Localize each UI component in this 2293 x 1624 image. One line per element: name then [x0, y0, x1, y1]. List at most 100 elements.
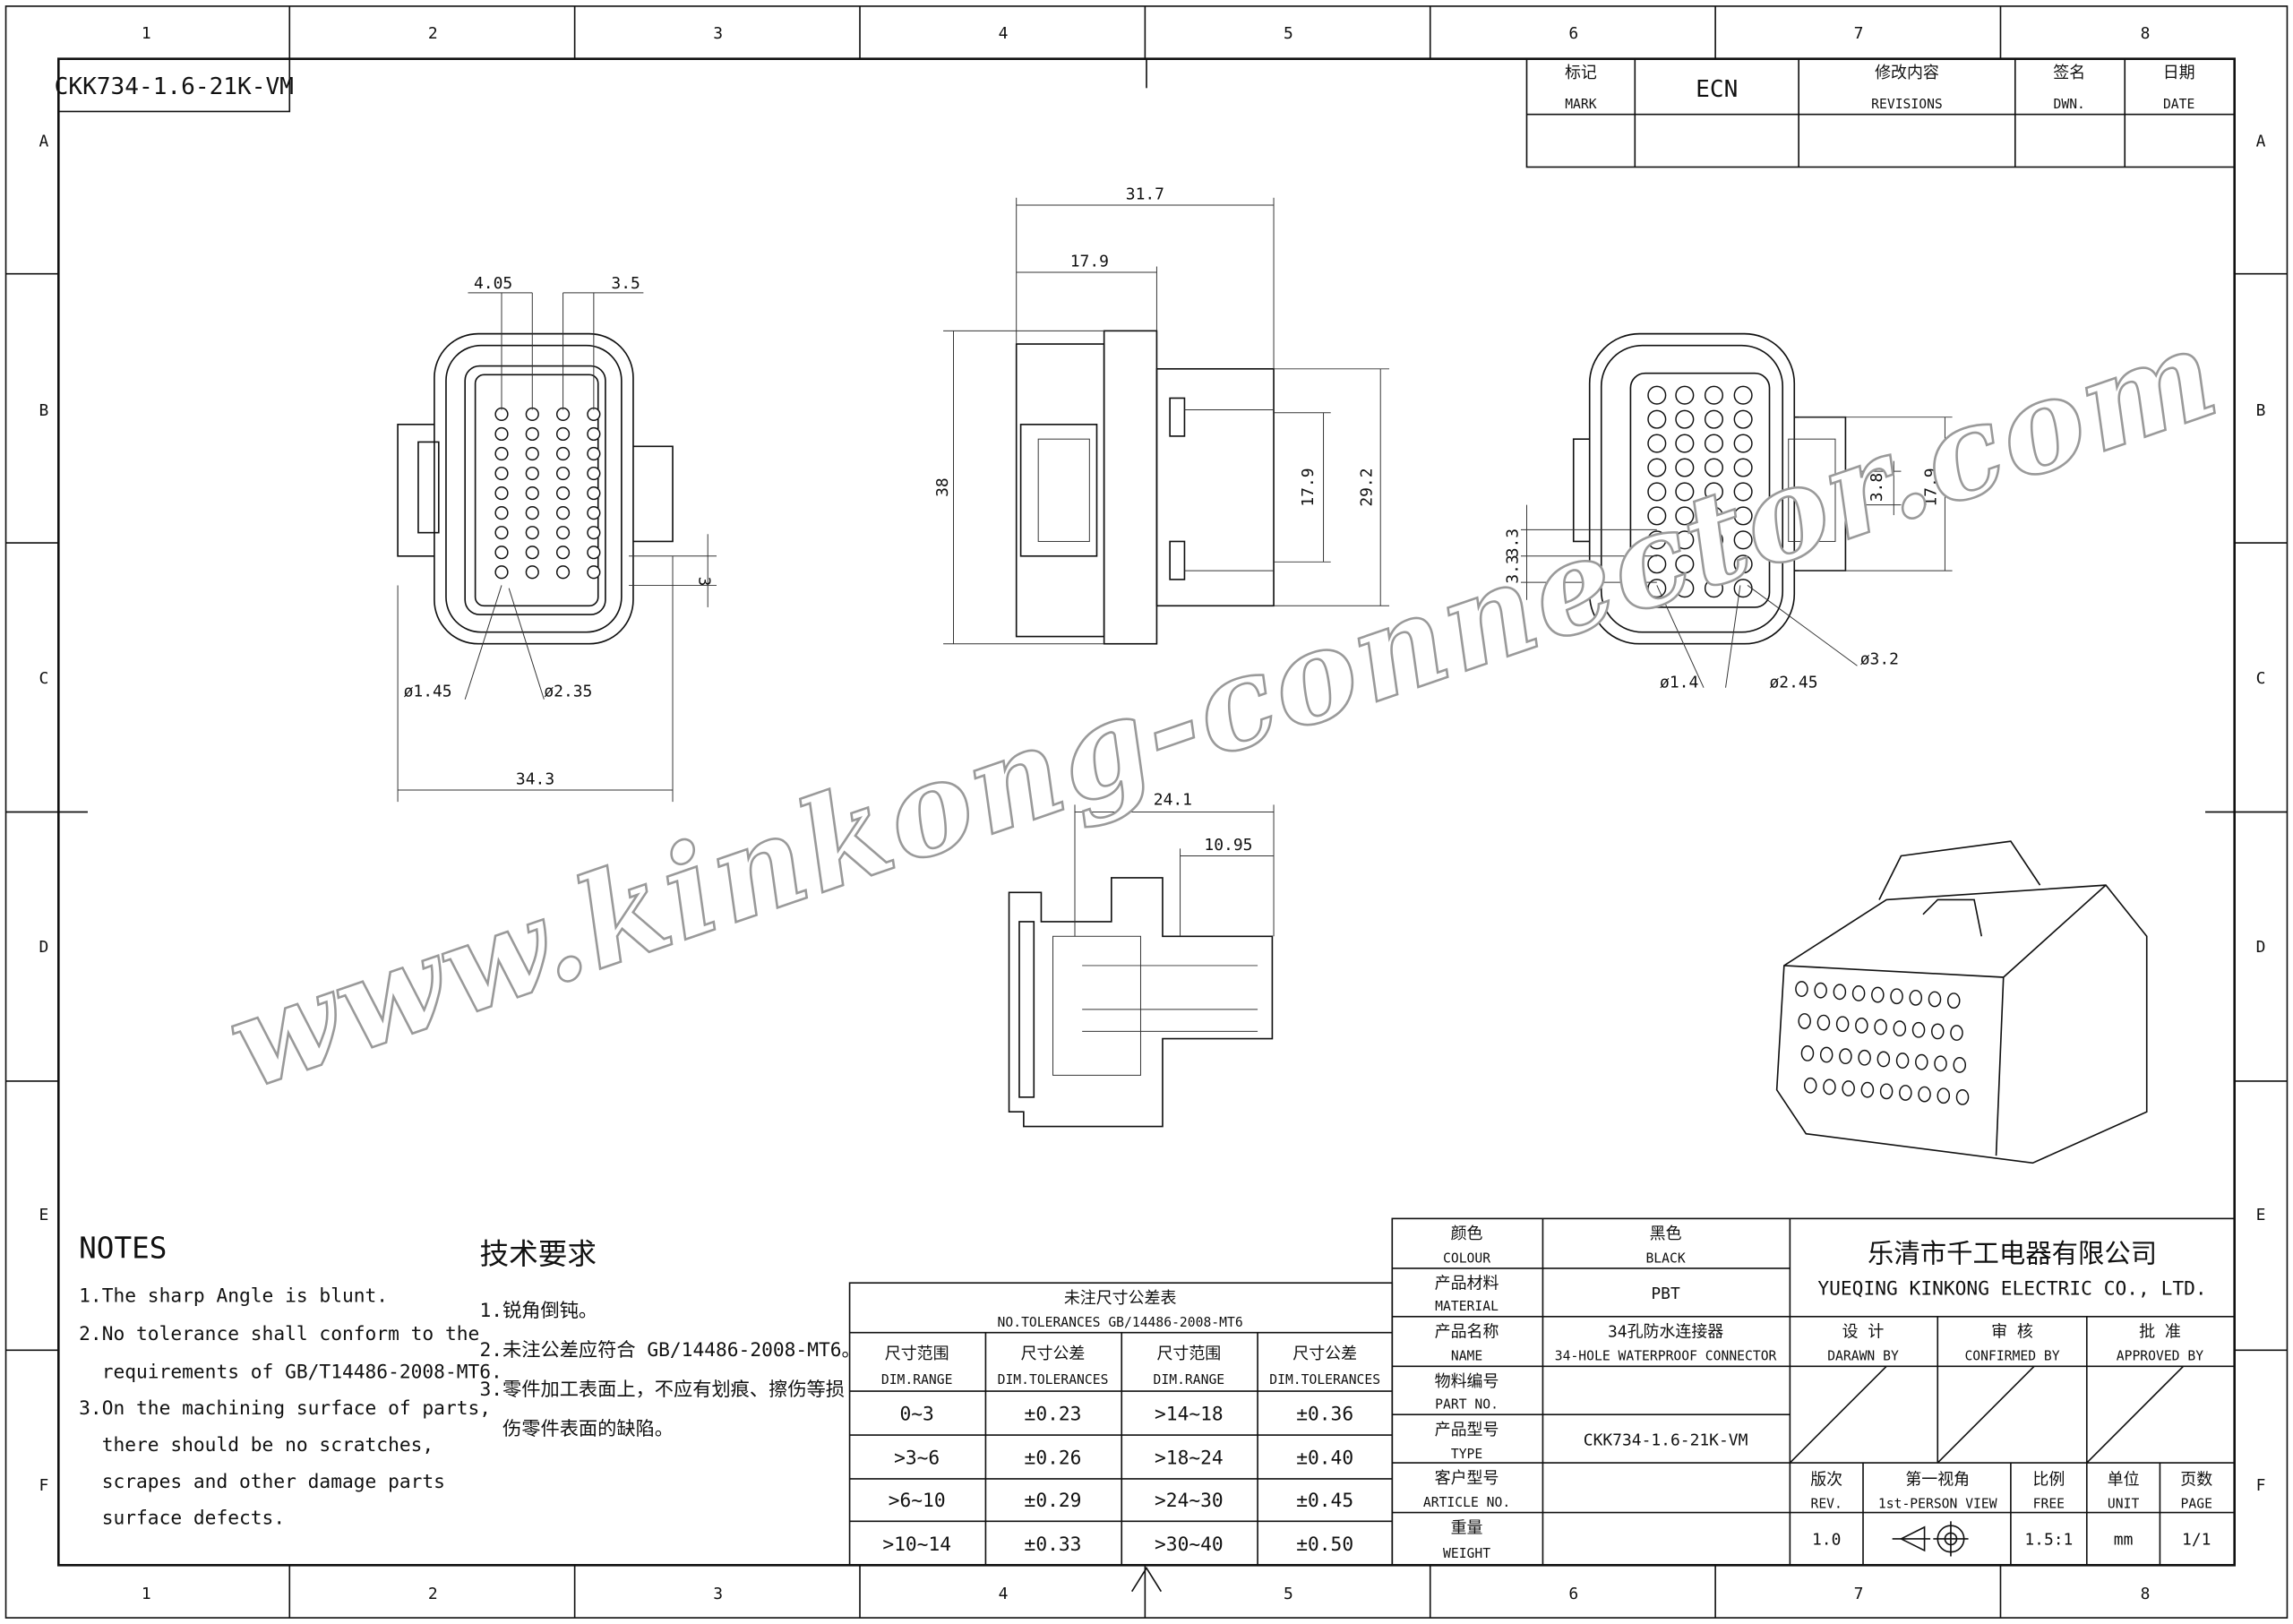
tech-line: 2.未注公差应符合 GB/14486-2008-MT6。 — [480, 1339, 861, 1362]
note-line: requirements of GB/T14486-2008-MT6. — [79, 1361, 502, 1383]
pin-hole-icon — [525, 446, 539, 461]
pin-hole-icon — [1675, 434, 1695, 453]
dim-height: 38 — [933, 477, 952, 497]
note-line: 1.The sharp Angle is blunt. — [79, 1285, 388, 1307]
dim-hole-b: ø2.45 — [1770, 674, 1818, 692]
pin-hole-icon — [1733, 385, 1753, 405]
pin-hole-icon — [1733, 434, 1753, 453]
tol-cell: ±0.36 — [1296, 1404, 1353, 1426]
pin-hole-icon — [525, 565, 539, 580]
pin-hole-icon — [525, 407, 539, 422]
col-label: 2 — [428, 1585, 438, 1603]
pin-hole-icon — [1704, 409, 1724, 429]
pin-hole-icon — [1893, 1020, 1907, 1037]
rev-dwn-en: DWN. — [2054, 97, 2085, 112]
name-value-en: 34-HOLE WATERPROOF CONNECTOR — [1555, 1349, 1777, 1364]
front-view-right: 3.8 17.9 3.3 3.3 ø1.4 ø2.45 ø3.2 — [1504, 332, 1953, 692]
pin-hole-icon — [525, 466, 539, 481]
pin-hole-icon — [1733, 506, 1753, 526]
company-name-en: YUEQING KINKONG ELECTRIC CO., LTD. — [1817, 1277, 2206, 1300]
pin-hole-icon — [1733, 530, 1753, 550]
tol-cell: ±0.45 — [1296, 1490, 1353, 1512]
tech-title: 技术要求 — [480, 1237, 597, 1271]
page-value: 1/1 — [2182, 1530, 2211, 1549]
tol-cell: >24~30 — [1155, 1490, 1224, 1512]
weight-label-en: WEIGHT — [1443, 1546, 1490, 1561]
pin-hole-icon — [525, 485, 539, 501]
dim-slot: 3.8 — [1868, 473, 1886, 502]
pin-hole-icon — [1647, 385, 1667, 405]
dim-hole-c: ø3.2 — [1860, 650, 1899, 669]
pin-hole-icon — [1647, 482, 1667, 502]
view-label-en: 1st-PERSON VIEW — [1878, 1497, 1997, 1512]
pin-hole-icon — [494, 526, 509, 540]
page-label-cn: 页数 — [2180, 1471, 2212, 1490]
colour-value-cn: 黑色 — [1650, 1224, 1682, 1243]
pin-hole-icon — [1704, 482, 1724, 502]
tol-cell: 0~3 — [900, 1404, 934, 1426]
pin-hole-icon — [587, 446, 601, 461]
pin-hole-icon — [1647, 434, 1667, 453]
part-no-label-en: PART NO. — [1435, 1397, 1499, 1413]
pin-hole-icon — [1814, 982, 1827, 999]
pin-hole-icon — [494, 506, 509, 520]
pin-hole-icon — [1953, 1057, 1967, 1073]
col-label: 4 — [999, 1585, 1009, 1603]
col-label: 5 — [1284, 24, 1293, 43]
pin-hole-icon — [1955, 1088, 1970, 1105]
approved-label-cn: 批 准 — [2139, 1323, 2181, 1342]
tol-cell: ±0.26 — [1025, 1448, 1082, 1470]
pin-hole-icon — [1675, 482, 1695, 502]
tol-cell: >14~18 — [1155, 1404, 1224, 1426]
pin-hole-icon — [1647, 530, 1667, 550]
material-label-cn: 产品材料 — [1435, 1275, 1499, 1293]
col-label: 8 — [2141, 24, 2151, 43]
company-name-cn: 乐清市千工电器有限公司 — [1868, 1238, 2157, 1268]
pin-hole-icon — [1647, 409, 1667, 429]
pin-hole-icon — [525, 526, 539, 540]
pin-hole-icon — [1647, 506, 1667, 526]
name-label-cn: 产品名称 — [1435, 1323, 1499, 1342]
pin-hole-icon — [1915, 1053, 1928, 1070]
pin-hole-icon — [525, 426, 539, 442]
pin-hole-icon — [1675, 385, 1695, 405]
pin-hole-icon — [555, 407, 571, 422]
isometric-view — [1775, 840, 2148, 1164]
pin-hole-icon — [555, 526, 571, 540]
pin-hole-icon — [1823, 1078, 1836, 1096]
tol-cell: >10~14 — [882, 1534, 951, 1556]
article-label-cn: 客户型号 — [1435, 1469, 1499, 1488]
dim-pitch-b: 3.5 — [611, 274, 640, 293]
tol-header-en: DIM.RANGE — [1154, 1372, 1225, 1388]
row-label: A — [39, 133, 49, 151]
col-label: 8 — [2141, 1585, 2151, 1603]
col-label: 4 — [999, 24, 1009, 43]
view-label-cn: 第一视角 — [1905, 1471, 1970, 1490]
tech-line: 伤零件表面的缺陷。 — [480, 1418, 674, 1440]
pin-hole-icon — [587, 506, 601, 520]
row-label: E — [2256, 1206, 2266, 1224]
tol-cell: ±0.40 — [1296, 1448, 1353, 1470]
dim-width: 34.3 — [516, 769, 554, 788]
rev-dwn-cn: 签名 — [2053, 64, 2085, 82]
pin-hole-icon — [1733, 554, 1753, 574]
col-label: 6 — [1568, 1585, 1578, 1603]
row-label: D — [2256, 938, 2266, 957]
article-label-en: ARTICLE NO. — [1423, 1495, 1510, 1510]
rev-date-cn: 日期 — [2163, 64, 2195, 82]
pin-hole-icon — [555, 485, 571, 501]
pin-hole-icon — [1675, 530, 1695, 550]
rev-value: 1.0 — [1812, 1530, 1841, 1549]
notes-title: NOTES — [79, 1231, 167, 1265]
pin-hole-icon — [1931, 1023, 1945, 1040]
tol-header-cn: 尺寸公差 — [1292, 1345, 1357, 1363]
pin-hole-icon — [1911, 1021, 1926, 1038]
col-label: 6 — [1568, 24, 1578, 43]
colour-value-en: BLACK — [1645, 1250, 1685, 1266]
pin-hole-icon — [1899, 1085, 1912, 1101]
pin-hole-icon — [1928, 991, 1942, 1008]
tech-requirements: 技术要求 1.锐角倒钝。 2.未注公差应符合 GB/14486-2008-MT6… — [480, 1237, 861, 1440]
notes: NOTES 1.The sharp Angle is blunt. 2.No t… — [79, 1231, 502, 1529]
note-line: scrapes and other damage parts — [79, 1471, 445, 1493]
pin-hole-icon — [555, 466, 571, 481]
